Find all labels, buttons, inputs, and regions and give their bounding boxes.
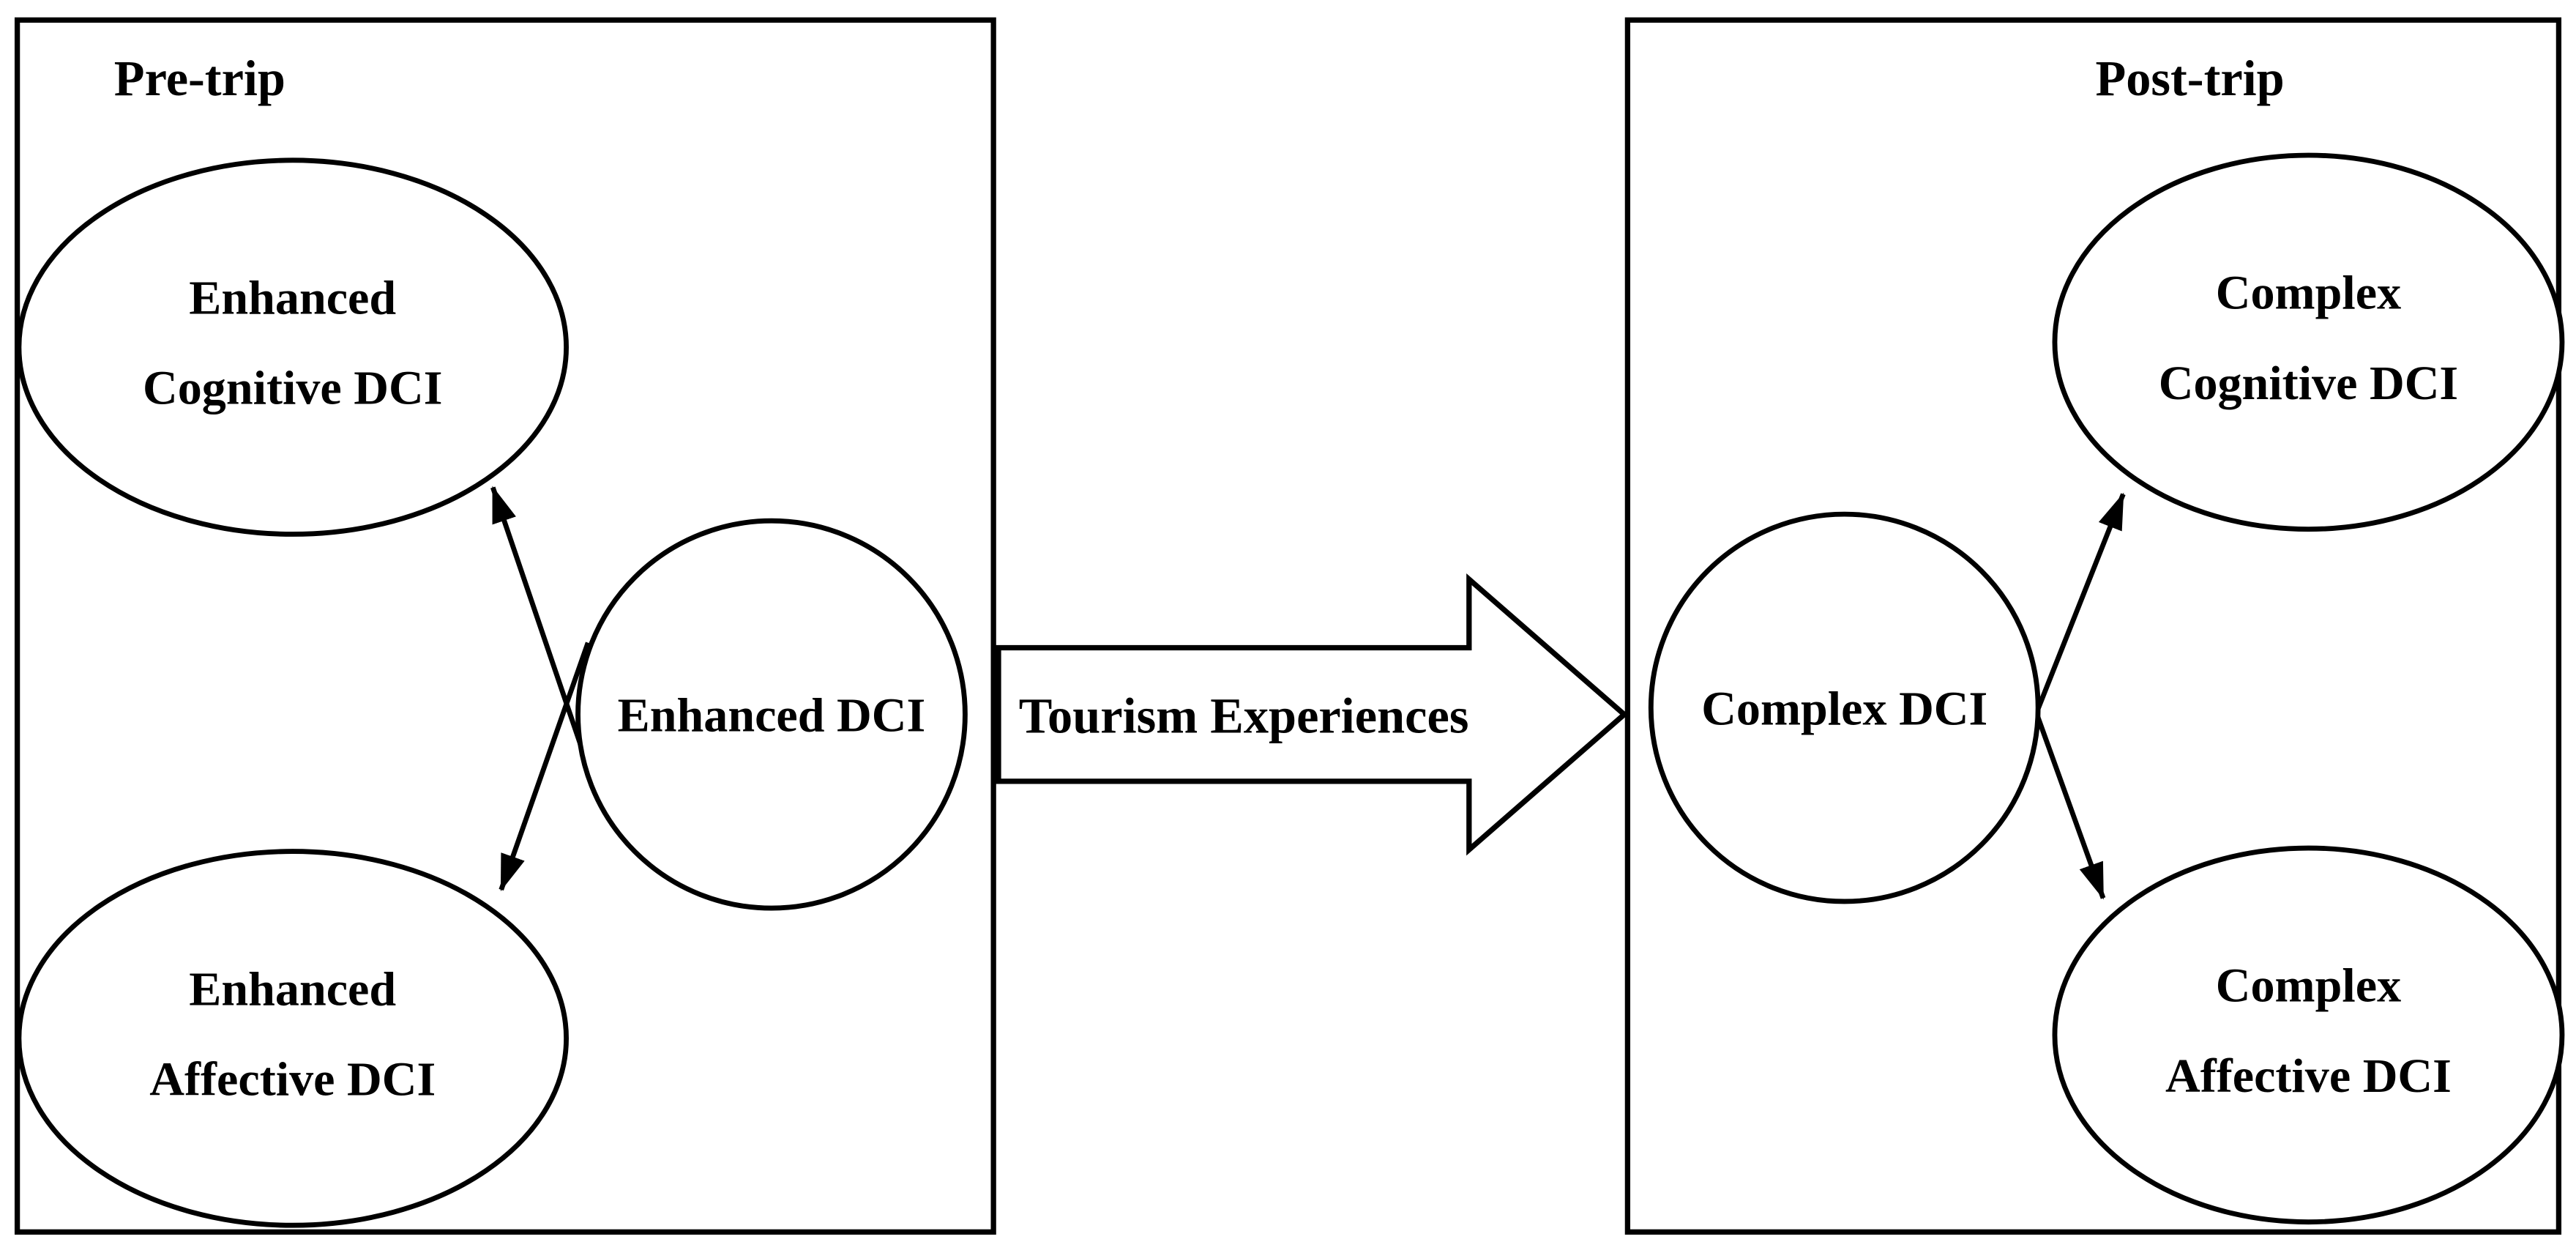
complex-affective-dci-node <box>2052 845 2565 1225</box>
complex-dci-node <box>1648 511 2041 904</box>
complex-cognitive-dci-label-line1: Complex <box>2216 267 2401 320</box>
complex-cognitive-dci-node <box>2052 152 2565 532</box>
complex-affective-dci-label-line2: Affective DCI <box>2165 1049 2452 1103</box>
transition-arrow-group: Tourism Experiences <box>996 573 1629 856</box>
pretrip-box <box>14 17 996 1235</box>
pretrip-arrow-to-affective <box>499 642 591 892</box>
tourism-experiences-arrow <box>996 573 1629 856</box>
complex-affective-dci-label-line1: Complex <box>2216 959 2401 1013</box>
posttrip-box <box>1624 17 2562 1235</box>
enhanced-dci-label: Enhanced DCI <box>618 688 926 742</box>
pretrip-panel: Pre-trip Enhanced Cognitive DCI Enhanced… <box>14 17 996 1235</box>
enhanced-cognitive-dci-label-line2: Cognitive DCI <box>143 362 442 415</box>
enhanced-dci-node <box>575 518 968 911</box>
enhanced-cognitive-dci-node <box>16 157 570 537</box>
posttrip-title: Post-trip <box>2095 51 2284 106</box>
enhanced-affective-dci-node <box>16 849 570 1228</box>
tourism-experiences-label: Tourism Experiences <box>1019 688 1469 744</box>
complex-cognitive-dci-label-line2: Cognitive DCI <box>2159 357 2458 410</box>
enhanced-affective-dci-label-line1: Enhanced <box>189 962 396 1016</box>
enhanced-affective-dci-label-line2: Affective DCI <box>149 1052 436 1106</box>
complex-dci-label: Complex DCI <box>1701 682 1987 735</box>
enhanced-cognitive-dci-label-line1: Enhanced <box>189 272 396 325</box>
pretrip-title: Pre-trip <box>114 51 285 106</box>
posttrip-panel: Post-trip Complex DCI Complex Cognitive … <box>1624 17 2565 1235</box>
